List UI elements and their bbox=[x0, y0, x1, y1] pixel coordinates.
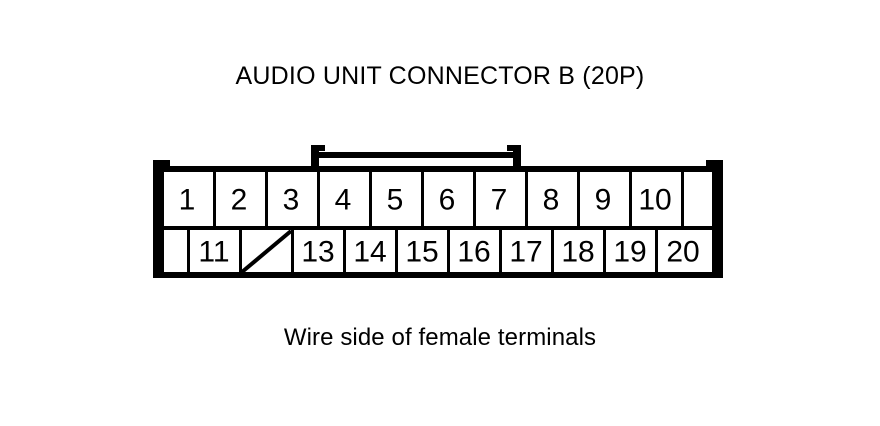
cell-divider bbox=[161, 230, 164, 274]
pin-cell-20: 20 bbox=[666, 236, 699, 269]
pin-cell-3: 3 bbox=[283, 184, 300, 217]
pin-cell-5: 5 bbox=[387, 184, 404, 217]
pin-cell-8: 8 bbox=[543, 184, 560, 217]
cell-divider bbox=[369, 172, 372, 226]
unused-position-slash bbox=[240, 229, 293, 274]
diagram-caption: Wire side of female terminals bbox=[283, 324, 597, 351]
cell-divider bbox=[161, 172, 164, 226]
cell-divider bbox=[525, 172, 528, 226]
keying-notch-right bbox=[706, 160, 723, 278]
top-row: 1 2 3 4 5 6 7 8 9 10 bbox=[161, 172, 715, 226]
pin-cell-19: 19 bbox=[613, 236, 646, 269]
shell-top-edge bbox=[161, 166, 715, 172]
latch-post-right bbox=[507, 145, 521, 172]
cell-divider bbox=[473, 172, 476, 226]
page-title: AUDIO UNIT CONNECTOR B (20P) bbox=[235, 62, 645, 90]
cell-divider bbox=[629, 172, 632, 226]
cell-divider bbox=[395, 230, 398, 274]
cell-divider bbox=[187, 230, 190, 274]
retaining-latch bbox=[311, 145, 521, 172]
pin-cell-13: 13 bbox=[301, 236, 334, 269]
cell-divider bbox=[239, 230, 242, 274]
row-divider bbox=[161, 226, 715, 230]
cell-divider bbox=[551, 230, 554, 274]
pin-cell-15: 15 bbox=[405, 236, 438, 269]
latch-post-left bbox=[311, 145, 325, 172]
cell-divider bbox=[447, 230, 450, 274]
pin-cell-14: 14 bbox=[353, 236, 386, 269]
cell-divider bbox=[421, 172, 424, 226]
shell-bottom-edge bbox=[153, 272, 723, 278]
cell-divider bbox=[712, 172, 715, 226]
pin-cell-10: 10 bbox=[638, 184, 671, 217]
cell-divider bbox=[291, 230, 294, 274]
cell-divider bbox=[655, 230, 658, 274]
pin-cell-4: 4 bbox=[335, 184, 352, 217]
pin-cell-1: 1 bbox=[179, 184, 196, 217]
pin-cell-11: 11 bbox=[198, 236, 229, 269]
cell-divider bbox=[577, 172, 580, 226]
pin-cell-2: 2 bbox=[231, 184, 248, 217]
cell-divider bbox=[343, 230, 346, 274]
pin-cell-7: 7 bbox=[491, 184, 508, 217]
connector-shell bbox=[153, 160, 723, 278]
cell-divider bbox=[317, 172, 320, 226]
pin-cell-9: 9 bbox=[595, 184, 612, 217]
cell-divider bbox=[265, 172, 268, 226]
cell-divider bbox=[213, 172, 216, 226]
pin-cell-6: 6 bbox=[439, 184, 456, 217]
cell-divider bbox=[681, 172, 684, 226]
cell-divider bbox=[603, 230, 606, 274]
pin-cell-16: 16 bbox=[457, 236, 490, 269]
bottom-row: 11 13 14 15 16 17 18 19 20 bbox=[161, 229, 715, 274]
cell-divider bbox=[712, 230, 715, 274]
keying-notch-left bbox=[153, 160, 170, 278]
cell-divider bbox=[499, 230, 502, 274]
pin-cell-17: 17 bbox=[509, 236, 542, 269]
latch-bar bbox=[319, 152, 513, 158]
pin-cell-18: 18 bbox=[561, 236, 594, 269]
